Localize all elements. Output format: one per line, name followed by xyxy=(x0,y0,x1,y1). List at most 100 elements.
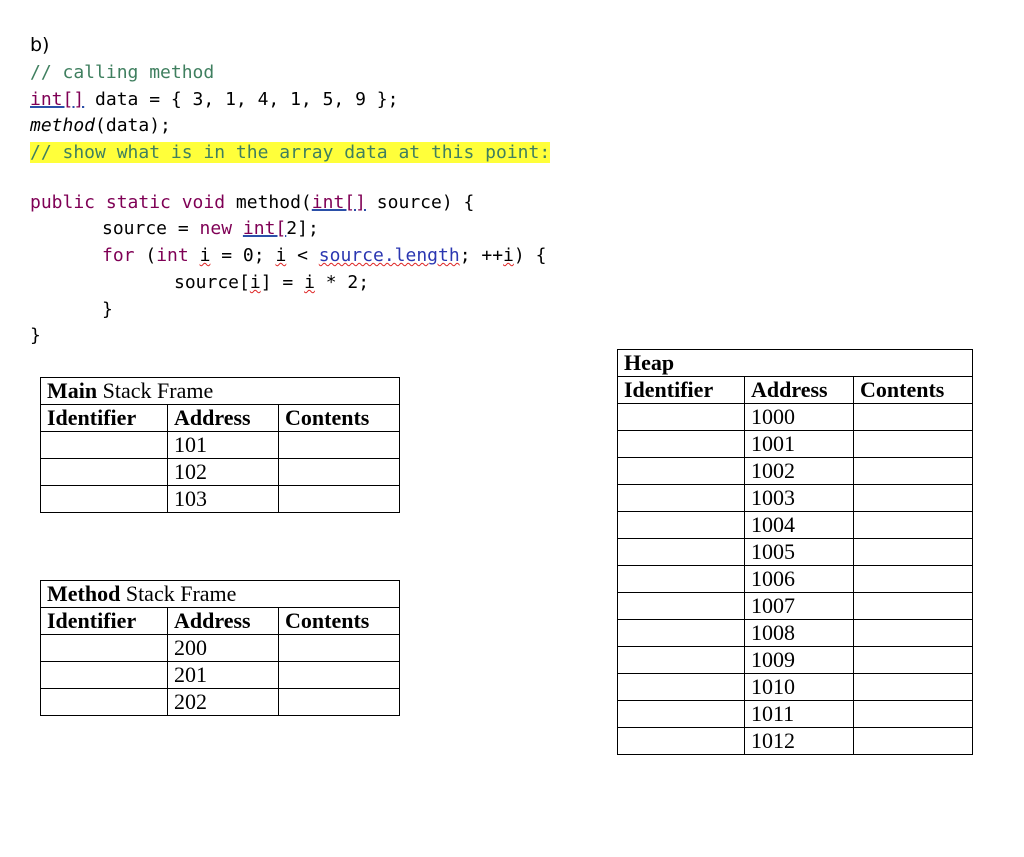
heap-contents-cell[interactable] xyxy=(853,511,973,539)
heap-address-cell: 1008 xyxy=(744,619,854,647)
heap-contents-cell[interactable] xyxy=(853,457,973,485)
heap-contents-cell[interactable] xyxy=(853,592,973,620)
main-id-cell[interactable] xyxy=(40,485,168,513)
code-type-int-array: int[] xyxy=(30,89,85,110)
heap-id-cell[interactable] xyxy=(617,538,745,566)
code-line-comment-calling: // calling method xyxy=(30,60,214,86)
method-contents-cell[interactable] xyxy=(278,688,400,716)
code-loop-var-3: i xyxy=(503,245,514,266)
code-line-data-decl: int[] data = { 3, 1, 4, 1, 5, 9 }; xyxy=(30,87,398,113)
heap-contents-cell[interactable] xyxy=(853,673,973,701)
code-line-loop-body: source[i] = i * 2; xyxy=(174,270,369,296)
code-data-array: data = { 3, 1, 4, 1, 5, 9 }; xyxy=(84,89,399,110)
method-header-identifier: Identifier xyxy=(40,607,168,635)
heap-contents-cell[interactable] xyxy=(853,484,973,512)
heap-address-cell: 1005 xyxy=(744,538,854,566)
code-body-lhs: source[ xyxy=(174,272,250,293)
code-comment: // calling method xyxy=(30,62,215,83)
table-row: 201 xyxy=(40,661,400,689)
method-contents-cell[interactable] xyxy=(278,634,400,662)
part-label: b) xyxy=(30,34,50,56)
code-body-eq: ] = xyxy=(260,272,305,293)
code-body-var: i xyxy=(304,272,315,293)
heap-contents-cell[interactable] xyxy=(853,619,973,647)
code-modifiers: public static void xyxy=(30,192,226,213)
heap-address-cell: 1006 xyxy=(744,565,854,593)
heap-id-cell[interactable] xyxy=(617,457,745,485)
code-for-keyword: for xyxy=(102,245,135,266)
heap-id-cell[interactable] xyxy=(617,619,745,647)
method-id-cell[interactable] xyxy=(40,634,168,662)
heap-title: Heap xyxy=(617,349,973,377)
table-row: 1003 xyxy=(617,484,973,512)
heap-contents-cell[interactable] xyxy=(853,727,973,755)
table-row: 1010 xyxy=(617,673,973,701)
table-row: 1012 xyxy=(617,727,973,755)
heap-header-address: Address xyxy=(744,376,854,404)
main-header-contents: Contents xyxy=(278,404,400,432)
heap-id-cell[interactable] xyxy=(617,592,745,620)
heap-contents-cell[interactable] xyxy=(853,403,973,431)
main-frame-title-rest: Stack Frame xyxy=(97,378,214,403)
method-contents-cell[interactable] xyxy=(278,661,400,689)
main-contents-cell[interactable] xyxy=(278,458,400,486)
heap-address-cell: 1011 xyxy=(744,700,854,728)
code-assign: source = xyxy=(102,218,200,239)
heap-id-cell[interactable] xyxy=(617,403,745,431)
code-inner-brace: } xyxy=(102,297,113,323)
main-stack-frame-table: Main Stack Frame Identifier Address Cont… xyxy=(40,377,400,513)
main-header-identifier: Identifier xyxy=(40,404,168,432)
code-source-length: source.length xyxy=(318,245,460,266)
heap-contents-cell[interactable] xyxy=(853,565,973,593)
method-header-contents: Contents xyxy=(278,607,400,635)
code-line-method-signature: public static void method(int[] source) … xyxy=(30,190,474,216)
heap-address-cell: 1007 xyxy=(744,592,854,620)
code-loop-incr: ; ++ xyxy=(459,245,504,266)
heap-id-cell[interactable] xyxy=(617,565,745,593)
method-id-cell[interactable] xyxy=(40,688,168,716)
main-frame-title: Main Stack Frame xyxy=(40,377,400,405)
main-contents-cell[interactable] xyxy=(278,431,400,459)
main-contents-cell[interactable] xyxy=(278,485,400,513)
table-row: 1006 xyxy=(617,565,973,593)
method-address-cell: 202 xyxy=(167,688,279,716)
heap-address-cell: 1001 xyxy=(744,430,854,458)
heap-id-cell[interactable] xyxy=(617,673,745,701)
method-frame-title-rest: Stack Frame xyxy=(120,581,237,606)
heap-header-identifier: Identifier xyxy=(617,376,745,404)
heap-contents-cell[interactable] xyxy=(853,700,973,728)
code-line-for-loop: for (int i = 0; i < source.length; ++i) … xyxy=(102,245,547,266)
heap-address-cell: 1002 xyxy=(744,457,854,485)
method-address-cell: 200 xyxy=(167,634,279,662)
heap-id-cell[interactable] xyxy=(617,511,745,539)
heap-contents-cell[interactable] xyxy=(853,430,973,458)
code-body-mult: * 2; xyxy=(314,272,370,293)
main-address-cell: 102 xyxy=(167,458,279,486)
table-row: 1001 xyxy=(617,430,973,458)
code-line-comment-show: // show what is in the array data at thi… xyxy=(30,140,551,166)
main-id-cell[interactable] xyxy=(40,431,168,459)
table-row: 1008 xyxy=(617,619,973,647)
code-new-type: int[ xyxy=(242,218,287,239)
heap-id-cell[interactable] xyxy=(617,646,745,674)
heap-id-cell[interactable] xyxy=(617,430,745,458)
heap-contents-cell[interactable] xyxy=(853,646,973,674)
code-method-call-args: (data); xyxy=(95,115,171,136)
main-frame-title-bold: Main xyxy=(47,378,98,403)
code-new-size: 2]; xyxy=(286,218,319,239)
method-frame-title: Method Stack Frame xyxy=(40,580,400,608)
heap-id-cell[interactable] xyxy=(617,484,745,512)
main-id-cell[interactable] xyxy=(40,458,168,486)
heap-contents-cell[interactable] xyxy=(853,538,973,566)
table-row: 200 xyxy=(40,634,400,662)
code-loop-cmp: < xyxy=(286,245,319,266)
heap-address-cell: 1000 xyxy=(744,403,854,431)
table-row: 101 xyxy=(40,431,400,459)
heap-id-cell[interactable] xyxy=(617,727,745,755)
method-frame-title-bold: Method xyxy=(47,581,121,606)
heap-id-cell[interactable] xyxy=(617,700,745,728)
table-row: 1002 xyxy=(617,457,973,485)
code-line-method-call: method(data); xyxy=(30,113,171,139)
method-id-cell[interactable] xyxy=(40,661,168,689)
code-int-keyword: int xyxy=(156,245,189,266)
